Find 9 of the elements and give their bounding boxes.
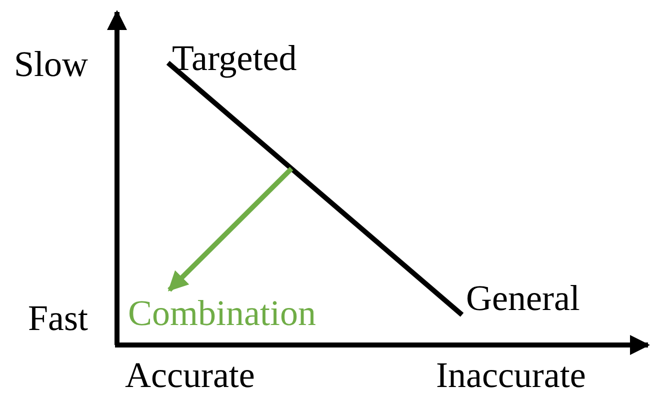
axis-label: Fast: [28, 298, 88, 338]
line-end-label: General: [466, 278, 580, 318]
axis-label: Inaccurate: [436, 355, 586, 395]
trade-off-line: [166, 60, 464, 317]
arrow: [168, 166, 294, 292]
axis-label: Slow: [14, 44, 88, 84]
axis-label: Accurate: [125, 355, 255, 395]
line-end-label: Targeted: [172, 38, 297, 78]
result-label: Combination: [128, 293, 316, 333]
